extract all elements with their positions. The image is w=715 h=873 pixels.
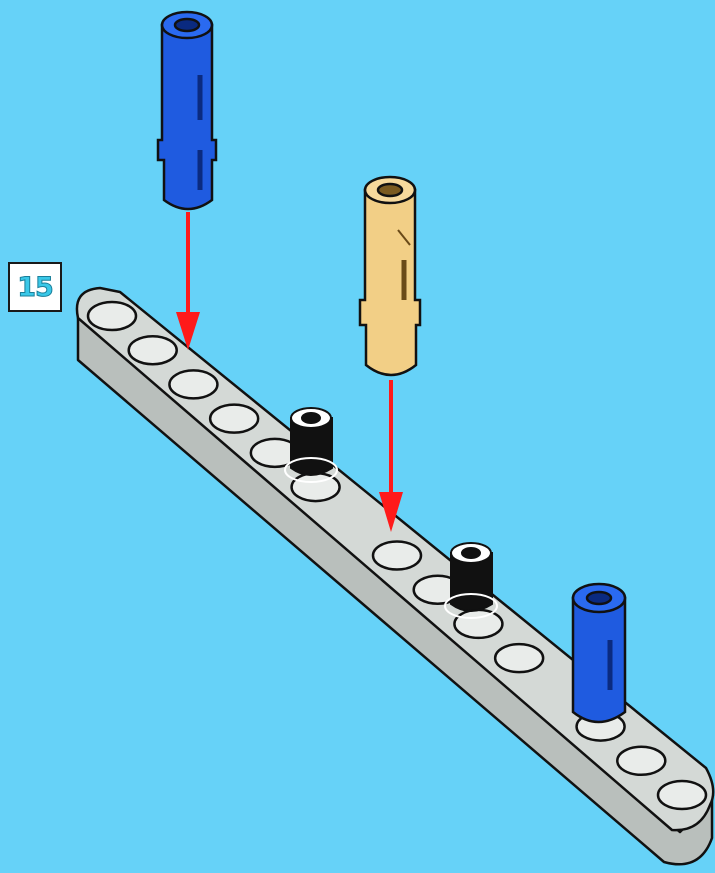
blue-pin [158, 12, 216, 209]
beam-hole [88, 302, 136, 330]
step-number-box: 15 [8, 262, 62, 312]
beam-hole [169, 370, 217, 398]
beam-hole [129, 336, 177, 364]
beam-hole [210, 405, 258, 433]
blue-pin [573, 584, 625, 722]
beam-hole [373, 542, 421, 570]
beam-hole [617, 747, 665, 775]
tan-axle-pin [360, 177, 420, 375]
beam-hole [495, 644, 543, 672]
step-number: 15 [17, 272, 53, 303]
beam-holes [88, 302, 706, 809]
insert-arrow [176, 212, 200, 350]
beam-hole [658, 781, 706, 809]
beam-hole [454, 610, 502, 638]
